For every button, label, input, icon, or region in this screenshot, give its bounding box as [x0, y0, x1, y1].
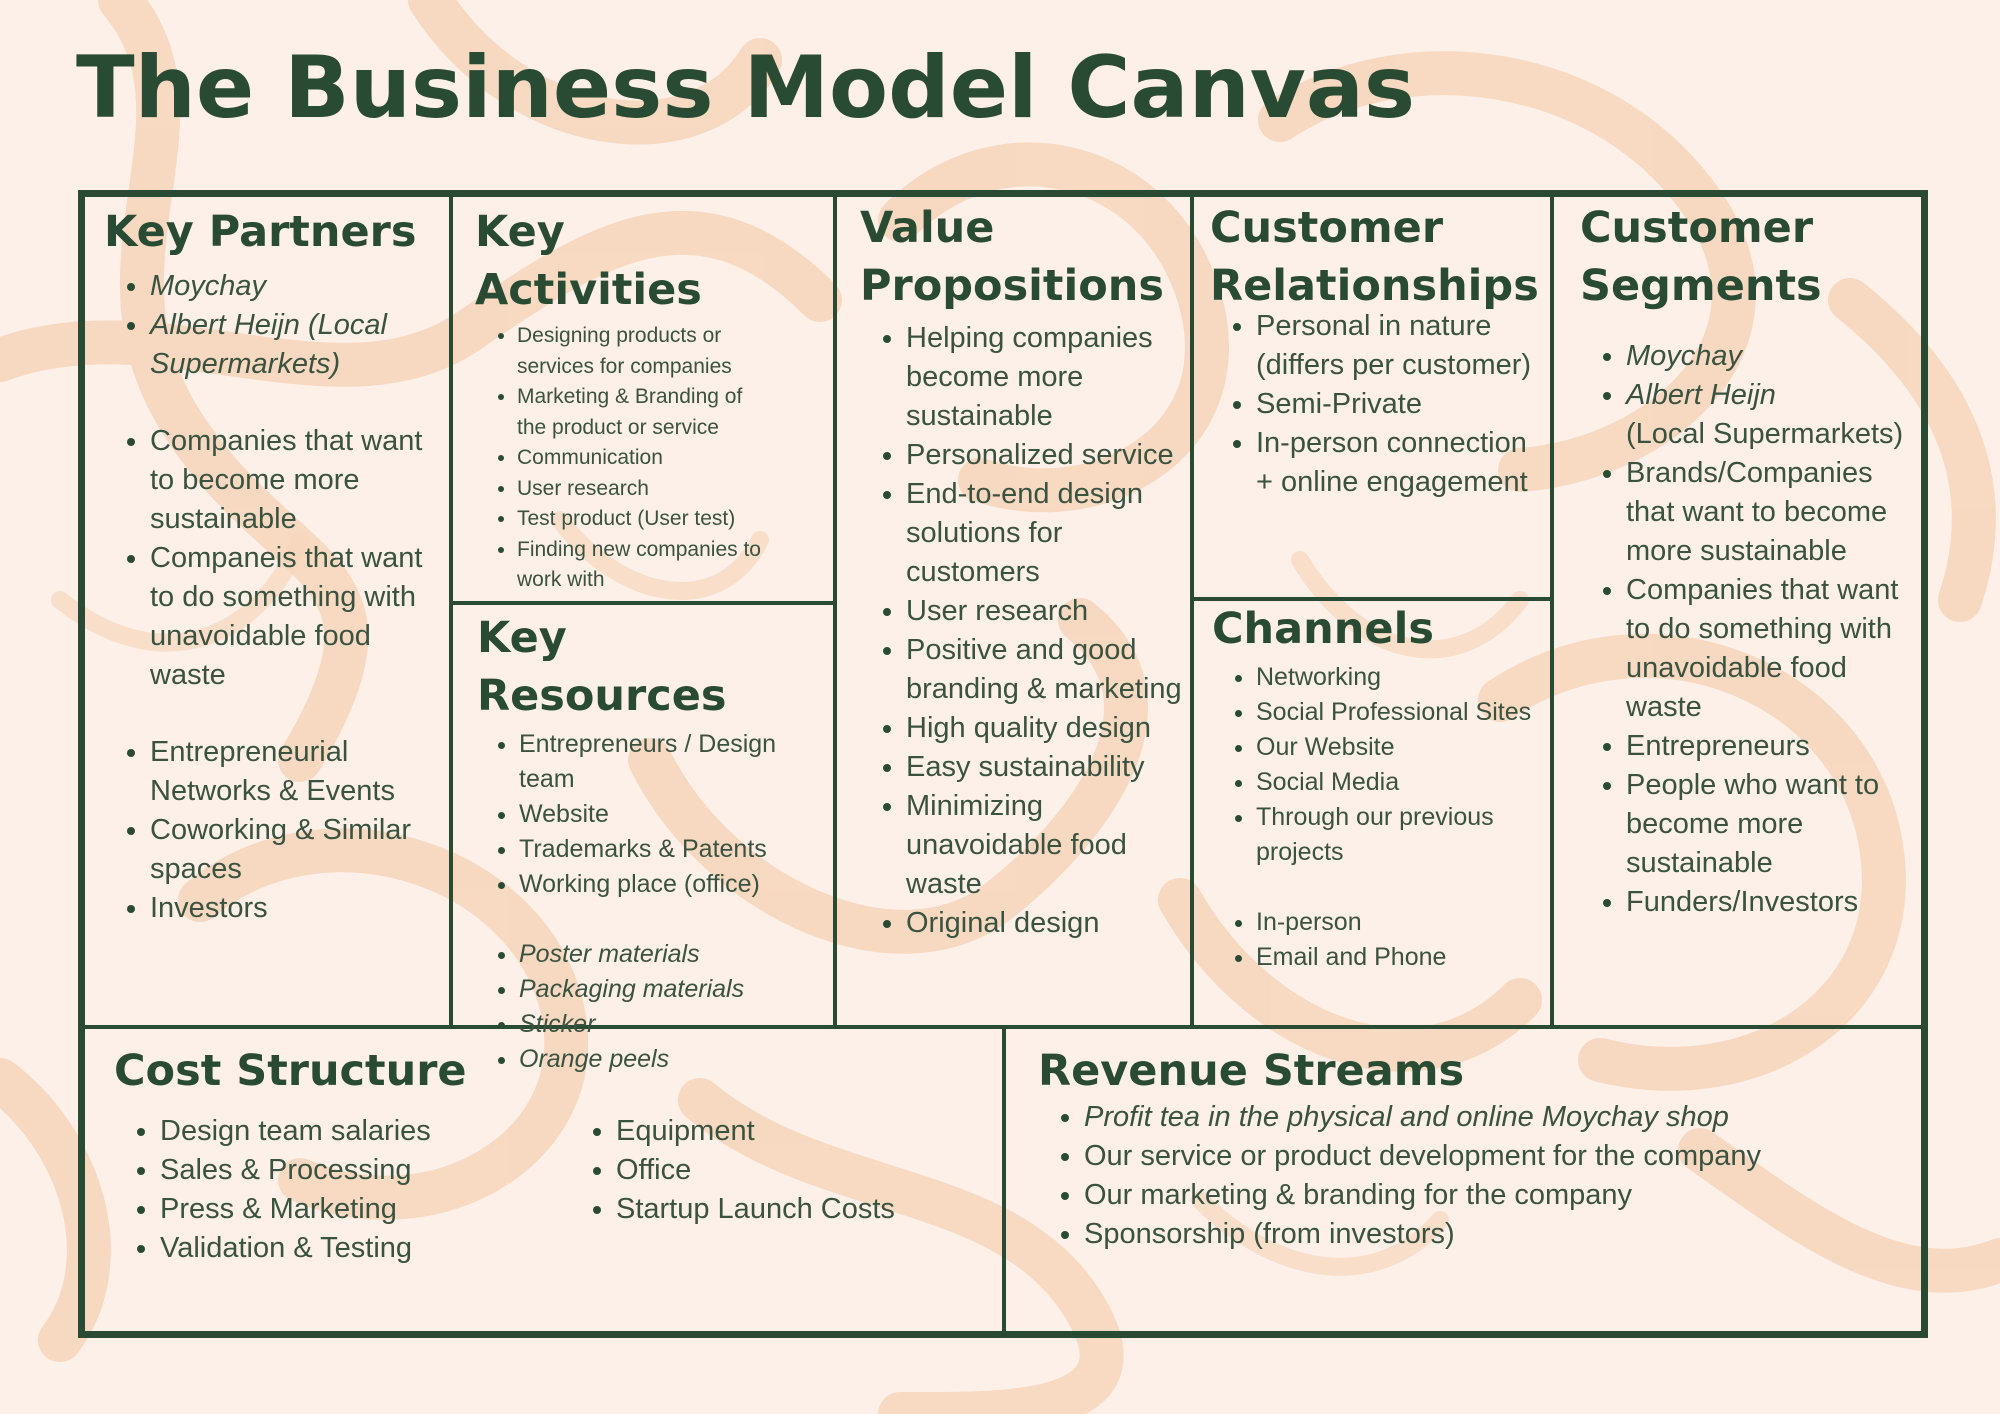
list-item: Minimizing unavoidable food waste: [906, 787, 1190, 904]
list-item: Brands/Companies that want to become mor…: [1626, 454, 1920, 571]
list-item: Marketing & Branding of the product or s…: [517, 382, 775, 443]
list-item: In-person: [1256, 905, 1542, 940]
cost-structure-list-1: Design team salaries Sales & Processing …: [114, 1112, 570, 1268]
list-item: Positive and good branding & marketing: [906, 631, 1190, 709]
key-resources-heading: Key Resources: [477, 613, 727, 721]
list-item: Through our previous projects: [1256, 800, 1542, 870]
revenue-streams-heading: Revenue Streams: [1038, 1046, 1465, 1096]
value-propositions-heading: Value Propositions: [860, 203, 1164, 311]
list-item: Albert Heijn (Local Supermarkets): [150, 306, 444, 384]
customer-segments-heading: Customer Segments: [1580, 203, 1822, 311]
divider-cr-cs: [1550, 194, 1554, 1028]
list-item: Press & Marketing: [160, 1190, 570, 1229]
list-item: Startup Launch Costs: [616, 1190, 895, 1229]
list-item: Coworking & Similar spaces: [150, 811, 444, 889]
divider-cost-revenue: [1002, 1027, 1006, 1333]
list-item: Original design: [906, 904, 1190, 943]
customer-relationships-list: Personal in nature (differs per customer…: [1210, 307, 1550, 502]
list-item: Social Professional Sites: [1256, 695, 1542, 730]
cost-structure-section: Cost Structure Design team salaries Sale…: [114, 1042, 994, 1268]
cost-structure-list-2: Equipment Office Startup Launch Costs: [570, 1112, 895, 1268]
list-item: Our Website: [1256, 730, 1542, 765]
revenue-streams-section: Revenue Streams Profit tea in the physic…: [1038, 1042, 1918, 1254]
canvas-frame: [78, 190, 1928, 1338]
list-item: Sponsorship (from investors): [1084, 1215, 1918, 1254]
list-item: Personalized service: [906, 436, 1190, 475]
revenue-streams-list: Profit tea in the physical and online Mo…: [1038, 1098, 1918, 1254]
list-item: Funders/Investors: [1626, 883, 1920, 922]
key-partners-heading: Key Partners: [104, 207, 417, 257]
list-item: Trademarks & Patents: [519, 832, 817, 867]
list-item: Easy sustainability: [906, 748, 1190, 787]
list-item: Website: [519, 797, 817, 832]
list-item: Office: [616, 1151, 895, 1190]
key-resources-list: Entrepreneurs / Design team Website Trad…: [477, 727, 817, 1077]
list-item: Equipment: [616, 1112, 895, 1151]
list-item: Entrepreneurs / Design team: [519, 727, 817, 797]
key-partners-section: Key Partners Moychay Albert Heijn (Local…: [104, 203, 444, 928]
list-item: High quality design: [906, 709, 1190, 748]
list-item: Designing products or services for compa…: [517, 321, 775, 382]
list-item: Albert Heijn: [1626, 376, 1920, 415]
list-item: Our service or product development for t…: [1084, 1137, 1918, 1176]
customer-relationships-section: Customer Relationships Personal in natur…: [1210, 199, 1550, 502]
list-item: Moychay: [1626, 337, 1920, 376]
cost-structure-heading: Cost Structure: [114, 1046, 467, 1096]
list-item: (Local Supermarkets): [1626, 418, 1904, 450]
key-activities-section: Key Activities Designing products or ser…: [475, 203, 775, 596]
customer-segments-list: Moychay Albert Heijn (Local Supermarkets…: [1580, 337, 1920, 922]
key-activities-list: Designing products or services for compa…: [475, 321, 775, 596]
list-item: Semi-Private: [1256, 385, 1550, 424]
list-item: Finding new companies to work with: [517, 535, 775, 596]
list-item: Orange peels: [519, 1042, 817, 1077]
list-item: Sales & Processing: [160, 1151, 570, 1190]
channels-section: Channels Networking Social Professional …: [1212, 600, 1542, 975]
customer-segments-section: Customer Segments Moychay Albert Heijn (…: [1580, 199, 1920, 922]
list-item: Our marketing & branding for the company: [1084, 1176, 1918, 1215]
list-item: Personal in nature (differs per customer…: [1256, 307, 1550, 385]
divider-ka-vp: [833, 194, 837, 1028]
list-item: Helping companies become more sustainabl…: [906, 319, 1190, 436]
channels-heading: Channels: [1212, 604, 1434, 654]
list-item: Investors: [150, 889, 444, 928]
list-item: Social Media: [1256, 765, 1542, 800]
list-item: Profit tea in the physical and online Mo…: [1084, 1098, 1918, 1137]
list-item: People who want to become more sustainab…: [1626, 766, 1920, 883]
list-item: Companies that want to do something with…: [1626, 571, 1920, 727]
divider-cr-ch: [1192, 597, 1552, 601]
channels-list: Networking Social Professional Sites Our…: [1212, 660, 1542, 975]
list-item: Entrepreneurs: [1626, 727, 1920, 766]
list-item: Companeis that want to do something with…: [150, 539, 444, 695]
list-item: In-person connection + online engagement: [1256, 424, 1550, 502]
list-item: Moychay: [150, 267, 444, 306]
key-resources-section: Key Resources Entrepreneurs / Design tea…: [477, 609, 817, 1077]
divider-vp-cr: [1190, 194, 1194, 1028]
list-item: Communication: [517, 443, 775, 474]
list-item: Working place (office): [519, 867, 817, 902]
key-partners-list: Moychay Albert Heijn (Local Supermarkets…: [104, 267, 444, 928]
customer-relationships-heading: Customer Relationships: [1210, 203, 1539, 311]
list-item: Sticker: [519, 1007, 817, 1042]
value-propositions-list: Helping companies become more sustainabl…: [860, 319, 1190, 943]
list-item: Test product (User test): [517, 504, 775, 535]
list-item: User research: [517, 474, 775, 505]
list-item: Validation & Testing: [160, 1229, 570, 1268]
list-item: Networking: [1256, 660, 1542, 695]
page-title: The Business Model Canvas: [76, 38, 1416, 138]
list-item: User research: [906, 592, 1190, 631]
list-item: Packaging materials: [519, 972, 817, 1007]
divider-kp-ka: [449, 194, 453, 1028]
list-item: End-to-end design solutions for customer…: [906, 475, 1190, 592]
list-item: Poster materials: [519, 937, 817, 972]
list-item: Email and Phone: [1256, 940, 1542, 975]
list-item: Design team salaries: [160, 1112, 570, 1151]
value-propositions-section: Value Propositions Helping companies bec…: [860, 199, 1190, 943]
key-activities-heading: Key Activities: [475, 207, 702, 315]
divider-ka-kr: [451, 601, 835, 605]
list-item: Entrepreneurial Networks & Events: [150, 733, 444, 811]
list-item: Companies that want to become more susta…: [150, 422, 444, 539]
